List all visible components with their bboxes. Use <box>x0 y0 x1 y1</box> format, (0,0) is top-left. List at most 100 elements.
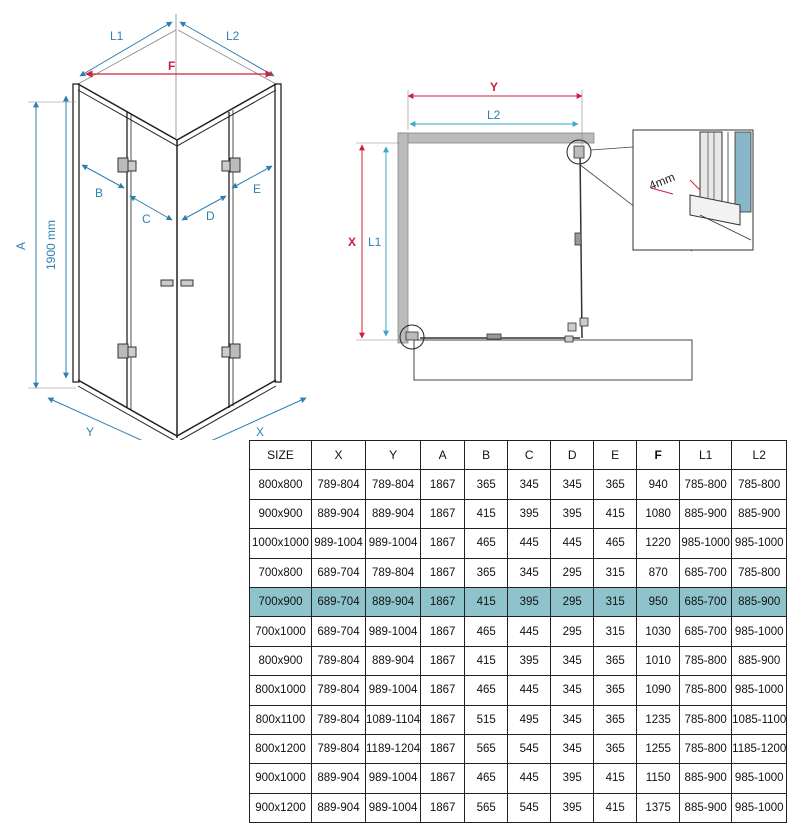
column-header: Y <box>364 439 422 471</box>
table-cell: 685-700 <box>679 586 733 618</box>
table-cell: 445 <box>507 763 552 794</box>
table-cell: 700x900 <box>249 586 312 618</box>
plan-dimensions <box>356 90 693 341</box>
label-l2: L2 <box>226 29 240 43</box>
table-cell: 700x800 <box>249 557 312 588</box>
table-cell: 445 <box>507 528 552 559</box>
table-cell: 1375 <box>636 792 681 823</box>
table-cell: 785-800 <box>679 733 733 765</box>
table-cell: 800x1000 <box>249 675 312 706</box>
table-cell: 885-900 <box>731 645 788 677</box>
table-cell: 365 <box>593 704 638 735</box>
table-cell: 365 <box>464 469 509 500</box>
column-header: L1 <box>679 439 733 471</box>
table-cell: 800x900 <box>249 645 312 677</box>
table-cell: 415 <box>593 792 638 823</box>
table-cell: 1867 <box>420 704 466 735</box>
table-cell: 785-800 <box>679 469 733 500</box>
table-cell: 689-704 <box>311 616 366 647</box>
table-cell: 889-904 <box>364 645 422 677</box>
table-cell: 889-904 <box>364 498 422 530</box>
column-header: B <box>464 439 509 471</box>
table-cell: 445 <box>507 616 552 647</box>
table-cell: 1867 <box>420 528 466 559</box>
label-height: 1900 mm <box>44 220 58 270</box>
table-cell: 700x1000 <box>249 616 312 647</box>
label-y: Y <box>86 425 94 439</box>
table-cell: 365 <box>593 733 638 765</box>
table-cell: 789-804 <box>311 704 366 735</box>
column-header: L2 <box>731 439 788 471</box>
table-cell: 685-700 <box>679 616 733 647</box>
table-cell: 345 <box>550 733 595 765</box>
table-cell: 345 <box>550 645 595 677</box>
column-header: E <box>593 439 638 471</box>
table-cell: 1080 <box>636 498 681 530</box>
table-cell: 785-800 <box>731 557 788 588</box>
table-cell: 1867 <box>420 733 466 765</box>
table-cell: 345 <box>550 469 595 500</box>
table-cell: 789-804 <box>364 557 422 588</box>
table-cell: 315 <box>593 557 638 588</box>
table-cell: 1255 <box>636 733 681 765</box>
table-cell: 1867 <box>420 557 466 588</box>
table-cell: 800x1200 <box>249 733 312 765</box>
table-cell: 1867 <box>420 586 466 618</box>
table-cell: 515 <box>464 704 509 735</box>
table-cell: 365 <box>593 469 638 500</box>
table-cell: 465 <box>593 528 638 559</box>
table-cell: 889-904 <box>311 792 366 823</box>
table-cell: 365 <box>593 675 638 706</box>
table-cell: 689-704 <box>311 557 366 588</box>
table-cell: 295 <box>550 557 595 588</box>
table-cell: 1235 <box>636 704 681 735</box>
table-cell: 985-1000 <box>731 792 788 823</box>
table-cell: 785-800 <box>679 704 733 735</box>
table-cell: 565 <box>464 792 509 823</box>
table-cell: 785-800 <box>731 469 788 500</box>
table-cell: 885-900 <box>731 586 788 618</box>
table-cell: 889-904 <box>311 498 366 530</box>
label-a: A <box>14 242 28 250</box>
label-c: C <box>142 212 151 226</box>
table-cell: 395 <box>507 586 552 618</box>
table-cell: 985-1000 <box>679 528 733 559</box>
table-cell: 689-704 <box>311 586 366 618</box>
table-cell: 785-800 <box>679 645 733 677</box>
table-cell: 989-1004 <box>364 528 422 559</box>
table-cell: 395 <box>550 763 595 794</box>
column-header: SIZE <box>249 439 312 471</box>
table-cell: 1867 <box>420 616 466 647</box>
column-header: F <box>636 439 681 471</box>
table-cell: 985-1000 <box>731 616 788 647</box>
table-cell: 315 <box>593 616 638 647</box>
table-cell: 545 <box>507 792 552 823</box>
plan-label-l1: L1 <box>368 235 382 249</box>
table-cell: 295 <box>550 586 595 618</box>
table-cell: 395 <box>550 792 595 823</box>
table-cell: 365 <box>464 557 509 588</box>
table-cell: 789-804 <box>311 645 366 677</box>
table-cell: 1000x1000 <box>249 528 312 559</box>
enclosure-drawing <box>72 29 282 440</box>
table-cell: 885-900 <box>731 498 788 530</box>
column-header: C <box>507 439 552 471</box>
table-cell: 415 <box>593 763 638 794</box>
iso-labels: L1 L2 F A 1900 mm B C D E Y X <box>14 29 264 439</box>
label-e: E <box>253 182 261 196</box>
table-cell: 885-900 <box>679 498 733 530</box>
diagram: L1 L2 F A 1900 mm B C D E Y X <box>14 14 754 440</box>
table-cell: 989-1004 <box>364 763 422 794</box>
table-cell: 445 <box>550 528 595 559</box>
table-cell: 1867 <box>420 469 466 500</box>
table-cell: 465 <box>464 675 509 706</box>
table-cell: 885-900 <box>679 792 733 823</box>
table-cell: 345 <box>550 704 595 735</box>
